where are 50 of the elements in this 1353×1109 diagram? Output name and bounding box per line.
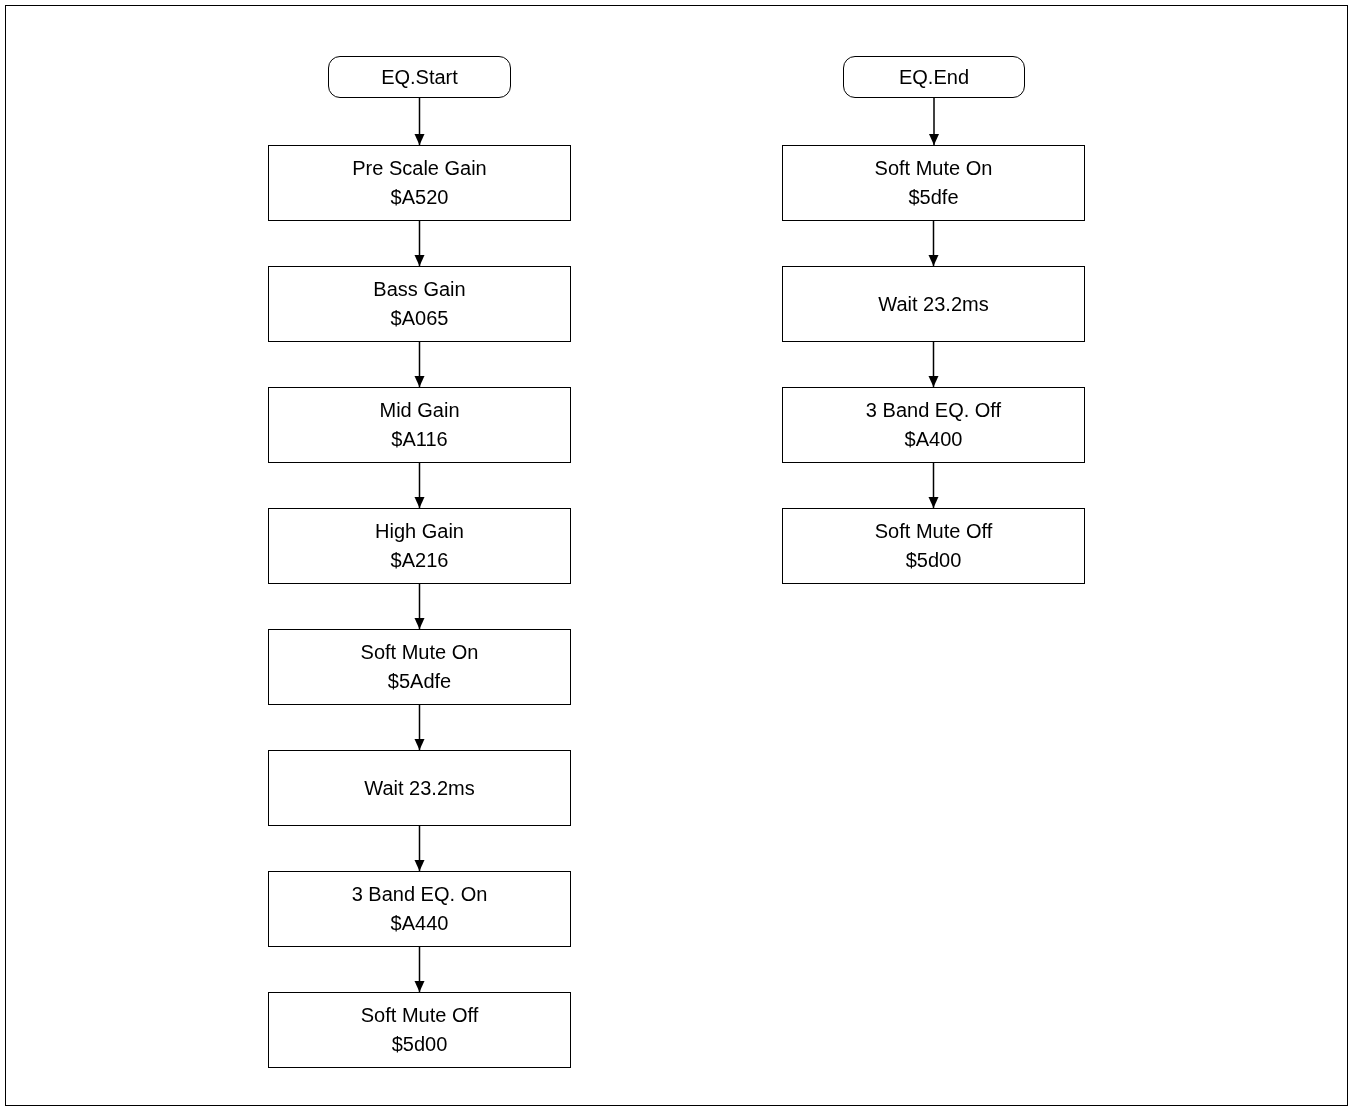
register-value: $A400: [904, 427, 963, 452]
arrow: [414, 825, 425, 872]
step-label: EQ.Start: [381, 64, 458, 90]
arrow: [414, 946, 425, 993]
step-label: Wait 23.2ms: [878, 291, 989, 317]
process-box: [268, 629, 571, 705]
register-value: $5Adfe: [387, 669, 452, 694]
step-label: EQ.End: [898, 64, 969, 90]
step-label: Bass Gain: [373, 277, 466, 302]
step-label: Mid Gain: [379, 398, 460, 423]
register-value: $A065: [390, 306, 449, 331]
process-box: [268, 992, 571, 1068]
process-box: [782, 508, 1085, 584]
process-box: [268, 871, 571, 947]
register-value: $5d00: [905, 548, 962, 573]
step-label: Soft Mute On: [874, 156, 993, 181]
process-box: [268, 387, 571, 463]
register-value: $A520: [390, 185, 449, 210]
arrow: [929, 97, 939, 146]
step-label: Soft Mute Off: [360, 1003, 479, 1028]
register-value: $5d00: [391, 1032, 448, 1057]
step-label: High Gain: [375, 519, 464, 544]
process-box: [268, 508, 571, 584]
register-value: $5dfe: [908, 185, 959, 210]
arrow: [928, 462, 939, 509]
register-value: $A116: [391, 427, 448, 452]
process-box: [782, 266, 1085, 342]
terminal-box: [843, 56, 1025, 98]
register-value: $A440: [390, 911, 449, 936]
process-box: [782, 145, 1085, 221]
process-box: [268, 145, 571, 221]
arrow: [414, 220, 425, 267]
process-box: [268, 266, 571, 342]
arrow: [414, 341, 425, 388]
step-label: Soft Mute Off: [874, 519, 993, 544]
arrow: [928, 220, 939, 267]
terminal-box: [328, 56, 511, 98]
step-label: 3 Band EQ. Off: [865, 398, 1002, 423]
arrow: [414, 704, 425, 751]
process-box: [782, 387, 1085, 463]
step-label: 3 Band EQ. On: [351, 882, 488, 907]
arrow: [414, 583, 425, 630]
arrow: [414, 462, 425, 509]
register-value: $A216: [390, 548, 449, 573]
process-box: [268, 750, 571, 826]
arrow: [414, 97, 425, 146]
step-label: Pre Scale Gain: [352, 156, 487, 181]
arrow: [928, 341, 939, 388]
step-label: Wait 23.2ms: [364, 775, 475, 801]
step-label: Soft Mute On: [360, 640, 479, 665]
